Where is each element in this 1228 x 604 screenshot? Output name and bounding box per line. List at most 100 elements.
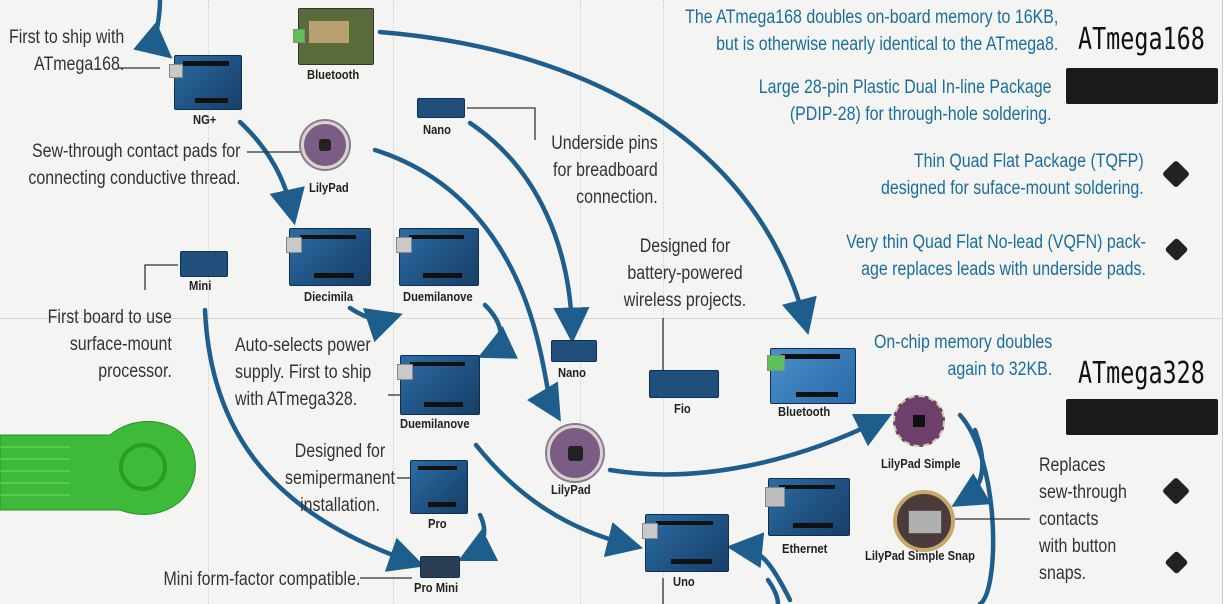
arrow — [477, 302, 519, 359]
note-line: sew-through — [1039, 482, 1127, 503]
note-line: On-chip memory doubles — [873, 332, 1052, 353]
arrow — [133, 0, 173, 59]
note-line: connecting conductive thread. — [27, 168, 240, 189]
pro-label: Pro — [428, 516, 447, 531]
atmega328-title: ATmega328 — [1078, 356, 1205, 391]
note-line: for breadboard — [553, 160, 658, 181]
bt-module — [309, 21, 349, 43]
note-first-to-ship: First to ship with ATmega168. — [9, 24, 124, 78]
terminal-block — [293, 29, 305, 43]
note-line: Large 28-pin Plastic Dual In-line Packag… — [759, 77, 1052, 98]
note-underside-pins: Underside pins for breadboard connection… — [552, 130, 658, 211]
note-line: First to ship with — [8, 27, 124, 48]
note-line: connection. — [576, 187, 658, 208]
atmega168-title: ATmega168 — [1078, 22, 1205, 57]
fio-board-image — [649, 370, 719, 398]
mini-label: Mini — [189, 278, 212, 293]
note-battery-powered: Designed for battery-powered wireless pr… — [614, 233, 757, 314]
note-line: Very thin Quad Flat No-lead (VQFN) pack- — [846, 232, 1146, 253]
note-line: semipermanent — [284, 468, 395, 489]
arrow — [237, 119, 305, 226]
bt-module — [767, 355, 785, 371]
arrow — [951, 427, 992, 507]
note-line: The ATmega168 doubles on-board memory to… — [684, 7, 1058, 28]
fio-label: Fio — [674, 401, 691, 416]
note-line: Auto-selects power — [235, 335, 371, 356]
grid-line — [580, 0, 581, 604]
lilypad-simple-snap-board-image — [893, 490, 955, 552]
vqfn-description: Very thin Quad Flat No-lead (VQFN) pack-… — [846, 229, 1146, 283]
note-line: wireless projects. — [623, 290, 747, 311]
duemilanove-board-image — [397, 355, 480, 415]
lilypad-label: LilyPad — [551, 482, 591, 497]
usb-port — [169, 64, 183, 78]
lilypad-simple-snap-label: LilyPad Simple Snap — [865, 548, 975, 563]
note-line: (PDIP-28) for through-hole soldering. — [790, 104, 1052, 125]
pro-mini-label: Pro Mini — [414, 580, 459, 595]
note-sew-through: Sew-through contact pads for connecting … — [28, 138, 240, 192]
ethernet-label: Ethernet — [782, 541, 828, 556]
note-line: Designed for — [639, 236, 731, 257]
usb-port — [397, 364, 413, 380]
ethernet-board-image — [765, 478, 850, 536]
ethernet-jack — [765, 487, 785, 507]
note-line: contacts — [1039, 509, 1099, 530]
note-auto-selects: Auto-selects power supply. First to ship… — [235, 332, 371, 413]
usb-port — [396, 237, 412, 253]
pdip-chip-graphic — [1066, 68, 1218, 104]
bluetooth-label: Bluetooth — [307, 67, 360, 82]
note-replaces-contacts: Replaces sew-through contacts with butto… — [1039, 452, 1127, 587]
duemilanove-board-image — [396, 228, 479, 286]
arrow — [372, 147, 561, 422]
note-line: supply. First to ship — [235, 362, 372, 383]
grid-line — [663, 0, 664, 604]
arrow — [957, 412, 996, 604]
note-semipermanent: Designed for semipermanent installation. — [281, 438, 399, 519]
note-line: but is otherwise nearly identical to the… — [715, 34, 1058, 55]
note-line: First board to use — [47, 307, 172, 328]
note-line: with button — [1039, 536, 1117, 557]
atmega168-description: The ATmega168 doubles on-board memory to… — [685, 4, 1058, 58]
page-edge — [1222, 0, 1228, 604]
arrow — [607, 413, 893, 477]
note-line: processor. — [98, 361, 172, 382]
ng-plus-label: NG+ — [193, 112, 217, 127]
note-line: Thin Quad Flat Package (TQFP) — [914, 151, 1144, 172]
note-surface-mount: First board to use surface-mount process… — [48, 304, 172, 385]
leader-line — [144, 264, 178, 290]
lilypad-board-image — [547, 425, 603, 481]
usb-port — [286, 237, 302, 253]
usb-port — [642, 523, 658, 539]
arrow — [377, 29, 817, 336]
duemilanove-label: Duemilanove — [400, 416, 470, 431]
mini-board-image — [180, 251, 228, 277]
pdip-description: Large 28-pin Plastic Dual In-line Packag… — [759, 74, 1052, 128]
atmega328-description: On-chip memory doubles again to 32KB. — [874, 329, 1052, 383]
nano-board-image — [417, 98, 465, 118]
arrow — [202, 307, 425, 572]
uno-label: Uno — [673, 574, 695, 589]
note-line: Underside pins — [551, 133, 658, 154]
pro-mini-board-image — [420, 556, 460, 578]
note-line: surface-mount — [69, 334, 172, 355]
lilypad-board-image — [301, 121, 349, 169]
grid-line — [393, 0, 394, 604]
note-line: ATmega168. — [33, 54, 124, 75]
bluetooth-board-image — [767, 348, 856, 404]
pdip-chip-graphic — [1066, 399, 1218, 435]
arrow — [347, 305, 403, 343]
note-line: Sew-through contact pads for — [31, 141, 241, 162]
note-line: Replaces — [1039, 455, 1106, 476]
era-divider — [0, 318, 1228, 319]
grid-line — [208, 0, 209, 604]
green-pcb-graphic — [0, 420, 196, 515]
arrow — [765, 577, 781, 604]
note-mini-form-factor: Mini form-factor compatible. — [163, 566, 360, 593]
leader-line — [467, 107, 536, 140]
note-line: battery-powered — [627, 263, 743, 284]
note-line: with ATmega328. — [235, 389, 358, 410]
pro-board-image — [410, 460, 468, 514]
note-line: Mini form-factor compatible. — [163, 569, 360, 590]
